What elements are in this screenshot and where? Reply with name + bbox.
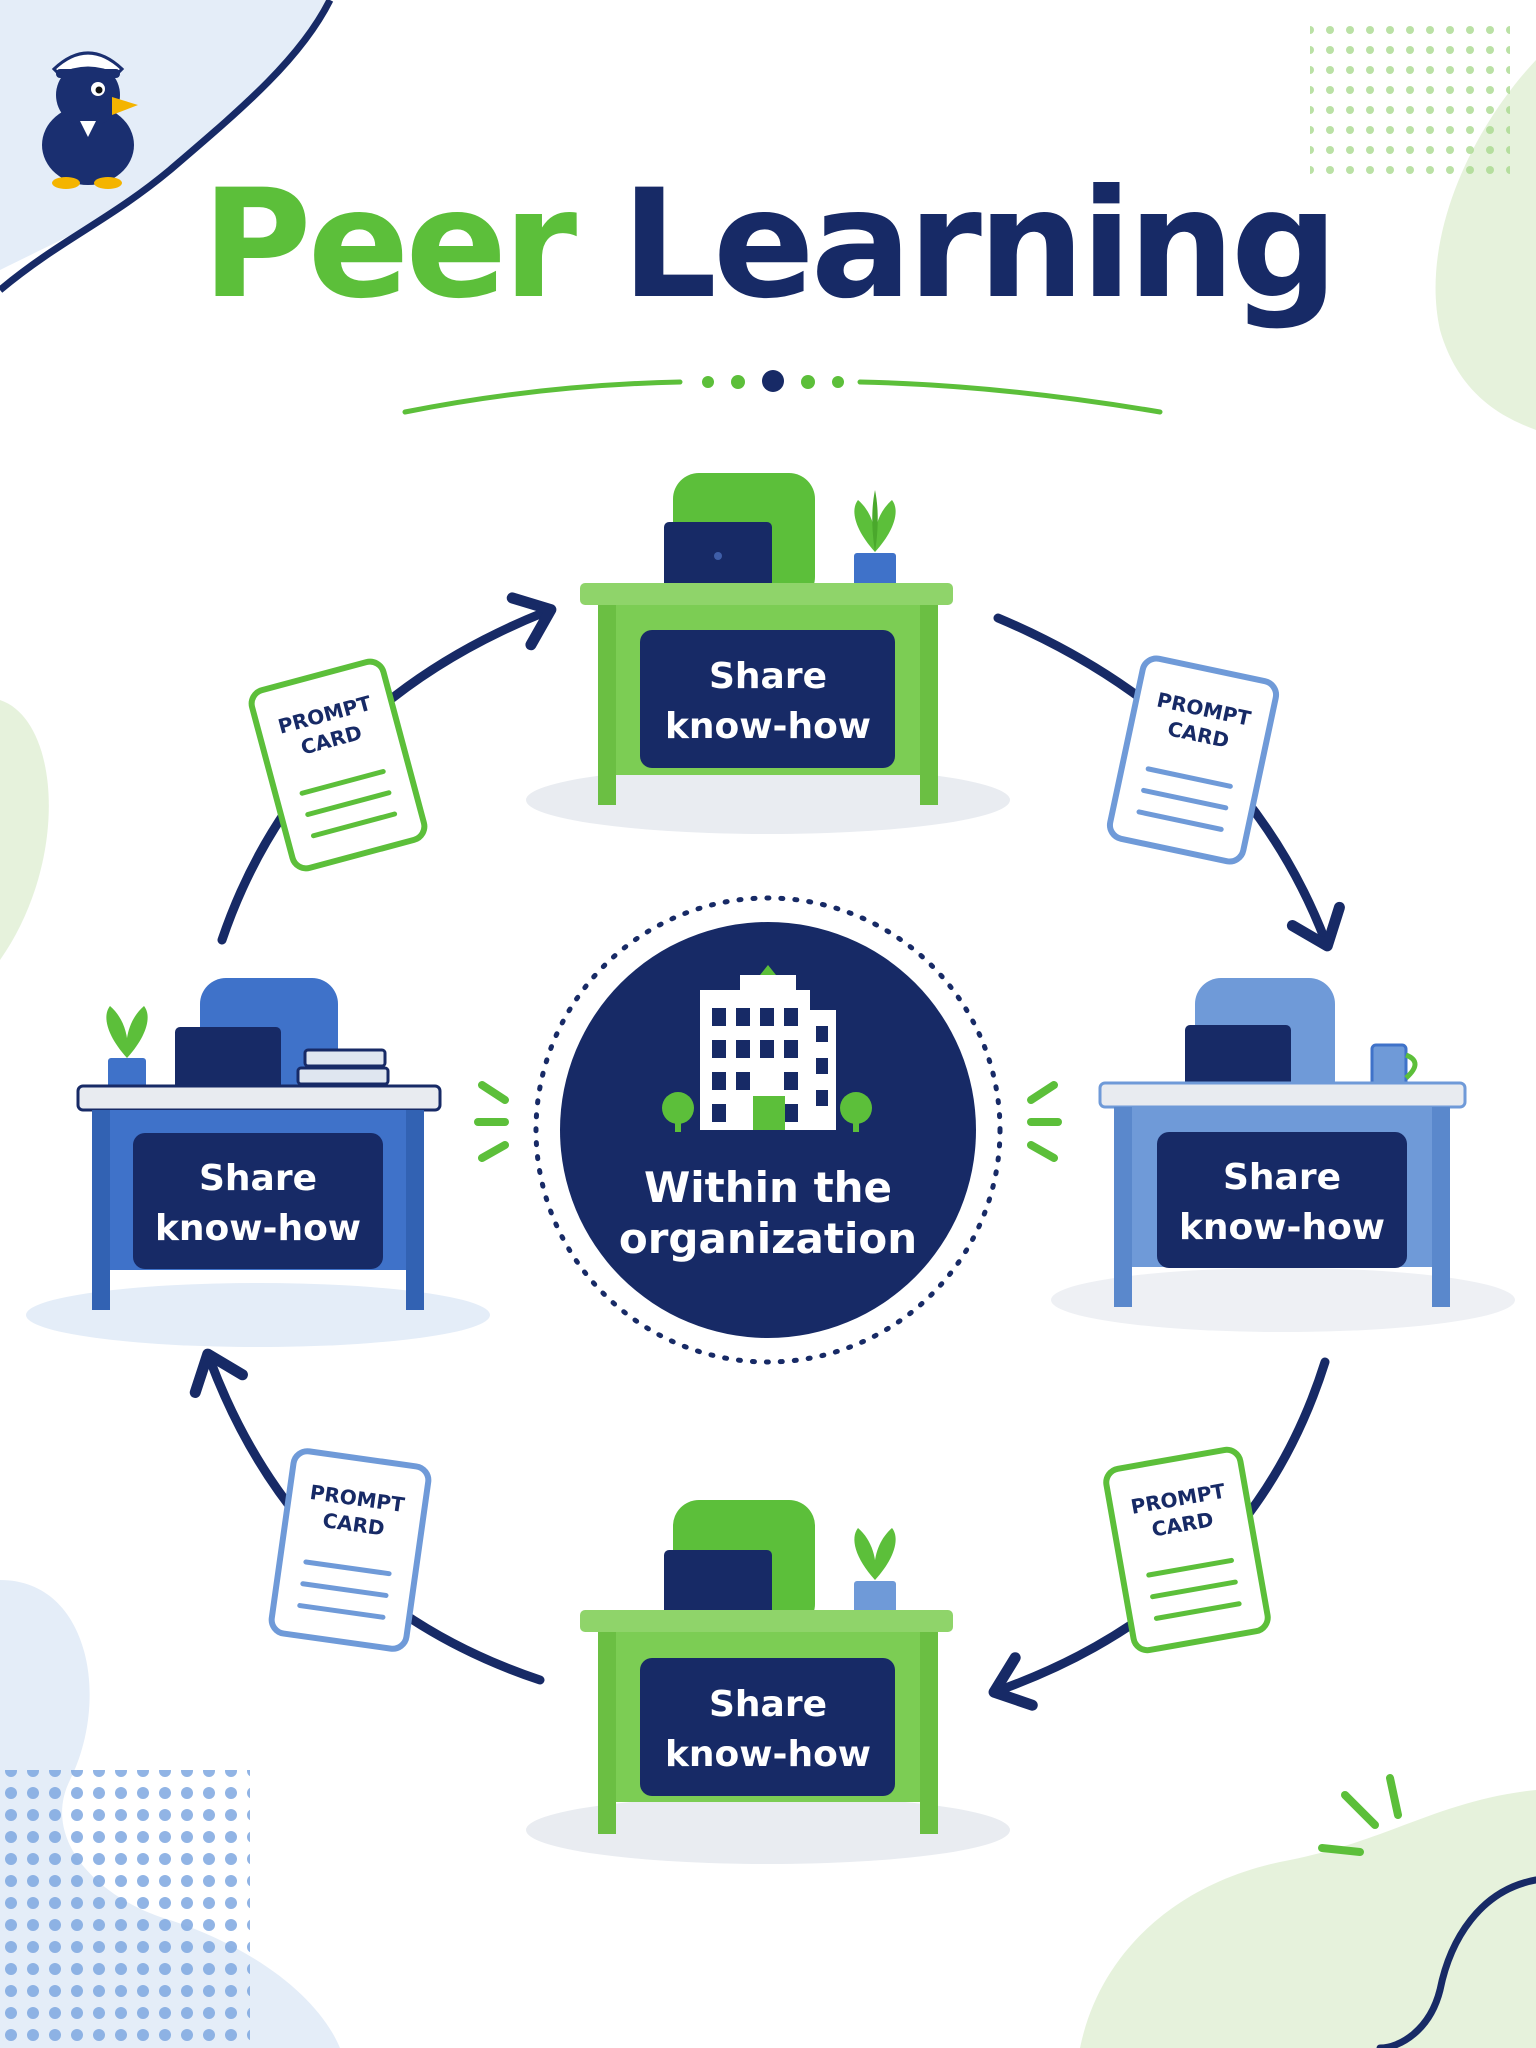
center-label-line2: organization xyxy=(619,1214,917,1263)
prompt-card-bottom-left: PROMPT CARD xyxy=(268,1448,432,1652)
desk-left-label-line2: know-how xyxy=(155,1208,361,1249)
center-hub: Within the organization xyxy=(474,895,1062,1365)
laptop-icon xyxy=(1185,1025,1291,1091)
desk-bottom: Share know-how xyxy=(526,1500,1010,1864)
desk-right-label-line2: know-how xyxy=(1179,1207,1385,1248)
desk-right: Share know-how xyxy=(1051,978,1515,1332)
desk-bottom-label-line1: Share xyxy=(709,1684,827,1725)
desk-left: Share know-how xyxy=(26,978,490,1347)
desk-right-label-line1: Share xyxy=(1223,1157,1341,1198)
prompt-card-top-right: PROMPT CARD xyxy=(1106,655,1280,865)
title-word-peer: Peer xyxy=(201,158,577,332)
building-icon xyxy=(662,965,872,1132)
laptop-icon xyxy=(664,1550,772,1618)
desk-top-label-line2: know-how xyxy=(665,706,871,747)
laptop-icon xyxy=(664,522,772,590)
hub-sparkles xyxy=(474,1081,1062,1162)
page-title: Peer Learning xyxy=(0,170,1536,320)
plant-icon xyxy=(854,1528,896,1617)
plant-icon xyxy=(854,490,896,589)
center-label-line1: Within the xyxy=(644,1163,892,1212)
title-word-learning: Learning xyxy=(621,158,1338,332)
desk-top-label-line1: Share xyxy=(709,656,827,697)
duck-mascot-icon xyxy=(42,51,138,189)
desk-left-label-line1: Share xyxy=(199,1158,317,1199)
laptop-icon xyxy=(175,1027,281,1093)
title-divider xyxy=(402,370,1163,415)
desk-bottom-label-line2: know-how xyxy=(665,1734,871,1775)
prompt-card-bottom-right: PROMPT CARD xyxy=(1103,1446,1271,1654)
sparkle-lines xyxy=(1318,1774,1402,1856)
prompt-card-top-left: PROMPT CARD xyxy=(248,658,428,872)
plant-icon xyxy=(106,1006,148,1091)
desk-top: Share know-how xyxy=(526,473,1010,834)
